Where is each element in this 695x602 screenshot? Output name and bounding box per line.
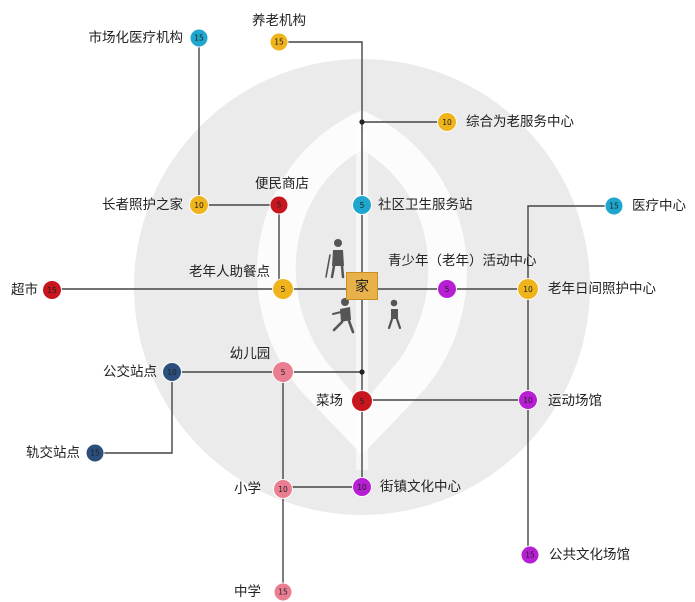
line-rail-station <box>95 372 173 454</box>
label-kindergarten: 幼儿园 <box>229 346 271 362</box>
node-middle-school: 15 <box>274 583 292 601</box>
junction-dots <box>359 119 365 375</box>
label-elder-care-institution: 养老机构 <box>252 13 306 29</box>
label-youth-activity-center: 青少年（老年）活动中心 <box>388 253 537 269</box>
home-label: 家 <box>355 279 369 295</box>
node-supermarket: 15 <box>43 281 61 299</box>
node-street-culture-center: 10 <box>353 478 371 496</box>
running-person-icon <box>332 298 355 334</box>
label-community-health-station: 社区卫生服务站 <box>378 197 473 213</box>
label-comprehensive-elder-service: 综合为老服务中心 <box>466 114 574 130</box>
junction-dot <box>359 369 365 375</box>
label-convenience-store: 便民商店 <box>255 176 309 192</box>
label-elder-care-home: 长者照护之家 <box>102 197 183 213</box>
line-medical-center <box>527 205 614 555</box>
node-public-culture-venue: 15 <box>521 546 539 564</box>
node-sports-venue: 10 <box>519 391 537 409</box>
node-youth-activity-center: 5 <box>438 280 456 298</box>
label-rail-station: 轨交站点 <box>26 445 80 461</box>
walking-person-icon <box>387 299 402 330</box>
node-kindergarten: 5 <box>273 362 293 382</box>
home-node: 家 <box>346 272 378 300</box>
label-public-culture-venue: 公共文化场馆 <box>549 547 630 563</box>
node-market-medical: 15 <box>190 29 208 47</box>
node-comprehensive-elder-service: 10 <box>438 113 456 131</box>
label-street-culture-center: 街镇文化中心 <box>380 479 461 495</box>
label-sports-venue: 运动场馆 <box>548 393 602 409</box>
node-rail-station: 15 <box>86 444 104 462</box>
label-elder-dining: 老年人助餐点 <box>189 264 270 280</box>
node-vegetable-market: 5 <box>352 391 372 411</box>
node-elder-care-institution: 15 <box>270 33 288 51</box>
label-primary-school: 小学 <box>234 481 261 497</box>
label-market-medical: 市场化医疗机构 <box>88 30 184 46</box>
elderly-person-icon <box>325 239 345 279</box>
label-vegetable-market: 菜场 <box>316 393 343 409</box>
node-community-health-station: 5 <box>353 196 371 214</box>
label-middle-school: 中学 <box>234 584 261 600</box>
label-medical-center: 医疗中心 <box>632 198 686 214</box>
node-elder-dining: 5 <box>273 279 293 299</box>
junction-dot <box>359 119 365 125</box>
label-bus-stop: 公交站点 <box>103 364 157 380</box>
node-bus-stop: 10 <box>163 363 181 381</box>
label-supermarket: 超市 <box>11 282 38 298</box>
line-elder-institution <box>279 41 363 122</box>
node-elder-care-home: 10 <box>190 196 208 214</box>
node-convenience-store: 5 <box>270 196 288 214</box>
label-elder-daycare: 老年日间照护中心 <box>548 281 656 297</box>
node-medical-center: 15 <box>605 197 623 215</box>
node-elder-daycare: 10 <box>518 279 538 299</box>
node-primary-school: 10 <box>274 480 292 498</box>
